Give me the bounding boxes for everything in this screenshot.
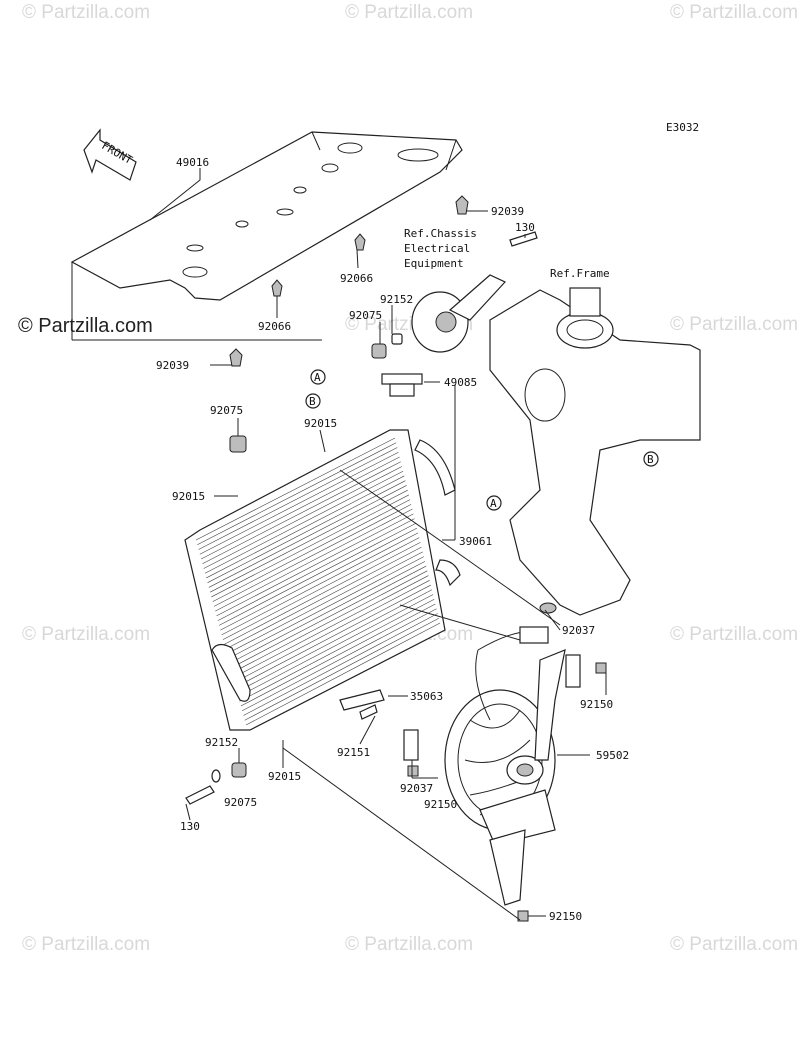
part-label-49085[interactable]: 49085 [444, 376, 477, 389]
radiator-fin [200, 456, 400, 560]
ref-chassis-line-2: Electrical [404, 242, 470, 255]
radiator-fin [240, 603, 436, 707]
radiator-fin [235, 584, 431, 688]
watermark-text: © Partzilla.com [670, 2, 798, 23]
part-label-92039[interactable]: 92039 [491, 205, 524, 218]
radiator-fin [212, 499, 411, 602]
radiator-fin [207, 480, 406, 583]
part-label-92150[interactable]: 92150 [549, 910, 582, 923]
watermark-text: © Partzilla.com [670, 624, 798, 645]
cooling-fan [444, 626, 566, 906]
radiator-fin [216, 513, 414, 617]
radiator-fin [243, 613, 438, 716]
marker-a: A [490, 497, 497, 510]
part-label-92150[interactable]: 92150 [580, 698, 613, 711]
radiator-fin [215, 508, 413, 612]
part-label-35063[interactable]: 35063 [410, 690, 443, 703]
radiator-fin [204, 470, 404, 574]
part-label-92037[interactable]: 92037 [400, 782, 433, 795]
radiator-fin [211, 494, 409, 598]
radiator-fin [245, 622, 441, 726]
radiator-fin [238, 594, 434, 697]
watermark-text: © Partzilla.com [670, 934, 798, 955]
radiator-fin [233, 575, 429, 678]
part-label-130[interactable]: 130 [515, 221, 535, 234]
radiator-cap [381, 373, 423, 397]
watermark-text: © Partzilla.com [22, 624, 150, 645]
radiator-fin [202, 461, 401, 564]
ref-chassis-line-1: Ref.Chassis [404, 227, 477, 240]
radiator-fin [208, 485, 407, 588]
part-label-92151[interactable]: 92151 [337, 746, 370, 759]
marker-b: B [309, 395, 316, 408]
front-arrow-icon: FRONT [83, 128, 137, 181]
marker-a: A [314, 371, 321, 384]
radiator-fin [225, 546, 422, 650]
horn [411, 274, 506, 353]
radiator-fin [239, 599, 435, 702]
reference-notes: Ref.Chassis Electrical Equipment Ref.Fra… [404, 227, 610, 280]
part-label-130[interactable]: 130 [180, 820, 200, 833]
radiator-fin [222, 537, 420, 640]
part-label-92075[interactable]: 92075 [210, 404, 243, 417]
radiator-fin [197, 442, 397, 546]
watermark-text: © Partzilla.com [22, 2, 150, 23]
part-label-92037[interactable]: 92037 [562, 624, 595, 637]
radiator-fin [221, 532, 419, 636]
radiator-fin [218, 523, 416, 626]
radiator-fin [234, 580, 430, 683]
watermark-text: © Partzilla.com [22, 934, 150, 955]
radiator-fin [244, 617, 439, 721]
part-label-92015[interactable]: 92015 [172, 490, 205, 503]
part-label-92150[interactable]: 92150 [424, 798, 457, 811]
watermark-text: © Partzilla.com [345, 2, 473, 23]
ref-frame: Ref.Frame [550, 267, 610, 280]
radiator-fin [206, 475, 405, 579]
part-label-39061[interactable]: 39061 [459, 535, 492, 548]
radiator-fin [203, 466, 403, 569]
leader-lines [149, 168, 607, 921]
part-label-92075[interactable]: 92075 [224, 796, 257, 809]
radiator-fin [242, 608, 437, 712]
part-label-92152[interactable]: 92152 [380, 293, 413, 306]
radiator-fin [195, 437, 396, 541]
radiator-fin [209, 489, 408, 593]
part-label-92039[interactable]: 92039 [156, 359, 189, 372]
radiator-fin [229, 561, 426, 664]
frame [489, 287, 701, 616]
radiator-fin [227, 556, 424, 659]
part-label-92015[interactable]: 92015 [304, 417, 337, 430]
radiator-fin [213, 504, 412, 607]
radiator-fin [226, 551, 423, 655]
radiator-fin [217, 518, 415, 621]
reference-markers: A B A B [305, 369, 659, 511]
radiator-fin [199, 451, 399, 555]
part-label-92066[interactable]: 92066 [340, 272, 373, 285]
part-label-59502[interactable]: 59502 [596, 749, 629, 762]
part-label-92066[interactable]: 92066 [258, 320, 291, 333]
radiator-shroud [70, 131, 463, 341]
diagram-code: E3032 [666, 121, 699, 134]
radiator-core [184, 429, 461, 731]
radiator-fin [220, 527, 418, 631]
radiator-fin [236, 589, 433, 693]
hardware [185, 195, 607, 922]
part-label-92075[interactable]: 92075 [349, 309, 382, 322]
radiator-fin [198, 447, 398, 550]
watermark-text: © Partzilla.com [345, 934, 473, 955]
radiator-fin [224, 542, 421, 645]
part-label-92015[interactable]: 92015 [268, 770, 301, 783]
radiator-fin [231, 570, 428, 674]
radiator-fin [230, 565, 427, 669]
ref-chassis-line-3: Equipment [404, 257, 464, 270]
watermark-dark-text: © Partzilla.com [18, 315, 153, 337]
part-label-49016[interactable]: 49016 [176, 156, 209, 169]
watermark-text: © Partzilla.com [670, 314, 798, 335]
part-labels[interactable]: 49016 92039 130 92066 92066 92152 92075 … [156, 156, 629, 923]
marker-b: B [647, 453, 654, 466]
part-label-92152[interactable]: 92152 [205, 736, 238, 749]
